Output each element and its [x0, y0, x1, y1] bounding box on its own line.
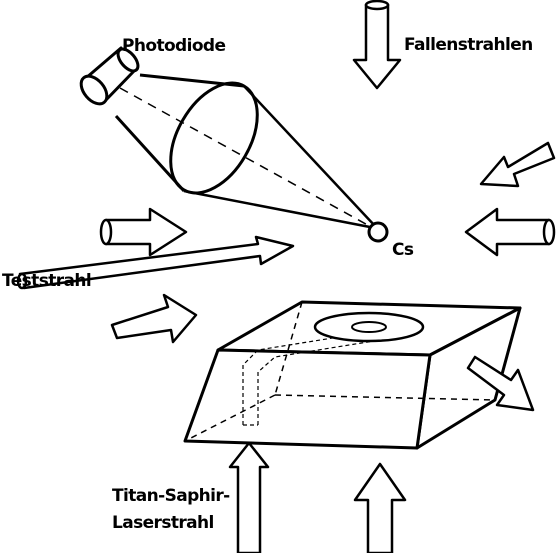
label-photodiode: Photodiode [122, 36, 226, 56]
label-fallenstrahlen: Fallenstrahlen [404, 35, 533, 55]
exit-beam-arrow [466, 355, 535, 412]
photodiode-device [79, 46, 140, 106]
label-cs: Cs [392, 240, 414, 260]
cs-atom-circle [367, 221, 389, 243]
trap-beam-arrow-upper-right [479, 141, 556, 188]
ti-sapphire-laser-arrow [228, 441, 270, 555]
trap-beam-arrow-right [464, 207, 556, 257]
trap-beam-arrow-left [99, 207, 188, 257]
trap-beam-arrow-top [352, 0, 402, 90]
vapor-cell-box [183, 300, 522, 450]
trap-beam-arrow-lower-left [110, 293, 198, 344]
label-teststrahl: Teststrahl [2, 271, 92, 291]
collection-cone [114, 73, 376, 230]
label-titan-saphir-line2: Laserstrahl [112, 513, 214, 533]
trap-beam-arrow-bottom [353, 462, 407, 555]
test-beam-arrow [16, 235, 295, 290]
label-titan-saphir-line1: Titan-Saphir- [112, 486, 230, 506]
